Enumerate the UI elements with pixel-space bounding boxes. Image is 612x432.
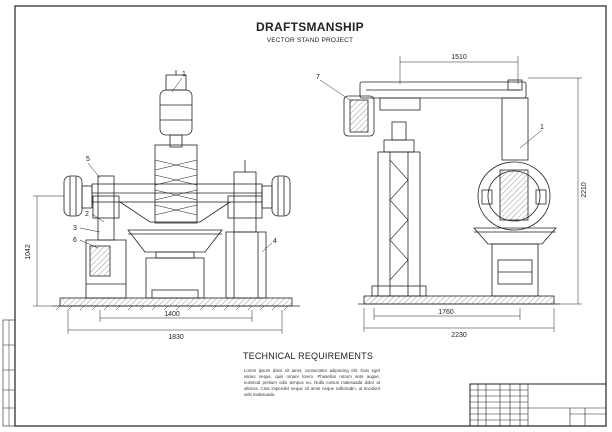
front-callout-3: 3 — [73, 225, 77, 232]
front-spiral — [154, 159, 198, 216]
side-base-plate — [363, 295, 555, 305]
side-view — [343, 79, 560, 305]
title-block — [469, 383, 607, 427]
sheet-frame — [2, 5, 607, 427]
side-right-column — [501, 97, 529, 161]
side-callout-1: 1 — [540, 124, 544, 131]
side-dim-height: 2210 — [581, 182, 588, 198]
drawing-subtitle: VECTOR STAND PROJECT — [266, 37, 354, 44]
side-hoop — [477, 161, 551, 231]
side-callout-leaders — [319, 79, 543, 149]
side-dim-width-outer: 2230 — [451, 332, 467, 339]
front-dimensions — [33, 195, 283, 334]
side-arm — [359, 81, 527, 99]
side-callout-7: 7 — [316, 74, 320, 81]
side-truss — [389, 159, 409, 281]
drawing-title: DRAFTSMANSHIP — [256, 20, 364, 34]
front-base-plate — [59, 297, 293, 307]
front-ground — [55, 305, 289, 311]
side-lower-box — [491, 243, 539, 297]
side-bowl — [473, 227, 557, 245]
requirements-title: TECHNICAL REQUIREMENTS — [242, 351, 374, 361]
side-tower — [377, 151, 421, 297]
front-callout-2: 2 — [85, 211, 89, 218]
side-dim-width-inner: 1760 — [438, 309, 454, 316]
side-dimensions — [363, 56, 582, 332]
requirements-text: Lorem ipsum dolor sit amet, consectetur … — [244, 368, 380, 397]
front-dim-height: 1042 — [25, 244, 32, 260]
front-motor — [159, 89, 193, 136]
front-bowl — [127, 229, 223, 253]
front-central-column — [154, 144, 198, 224]
front-callout-5: 5 — [86, 156, 90, 163]
front-left-wheel — [63, 175, 83, 217]
side-dim-top: 1510 — [451, 54, 467, 61]
front-view — [52, 70, 300, 311]
front-dim-width-inner: 1400 — [164, 311, 180, 318]
front-callout-6: 6 — [73, 237, 77, 244]
front-dim-width-outer: 1830 — [168, 334, 184, 341]
front-lower-box — [145, 257, 205, 299]
front-right-column — [225, 231, 267, 299]
front-callout-4: 4 — [273, 238, 277, 245]
front-callout-1: 1 — [182, 71, 186, 78]
front-callout-leaders — [79, 77, 273, 253]
front-right-wheel — [271, 175, 291, 217]
